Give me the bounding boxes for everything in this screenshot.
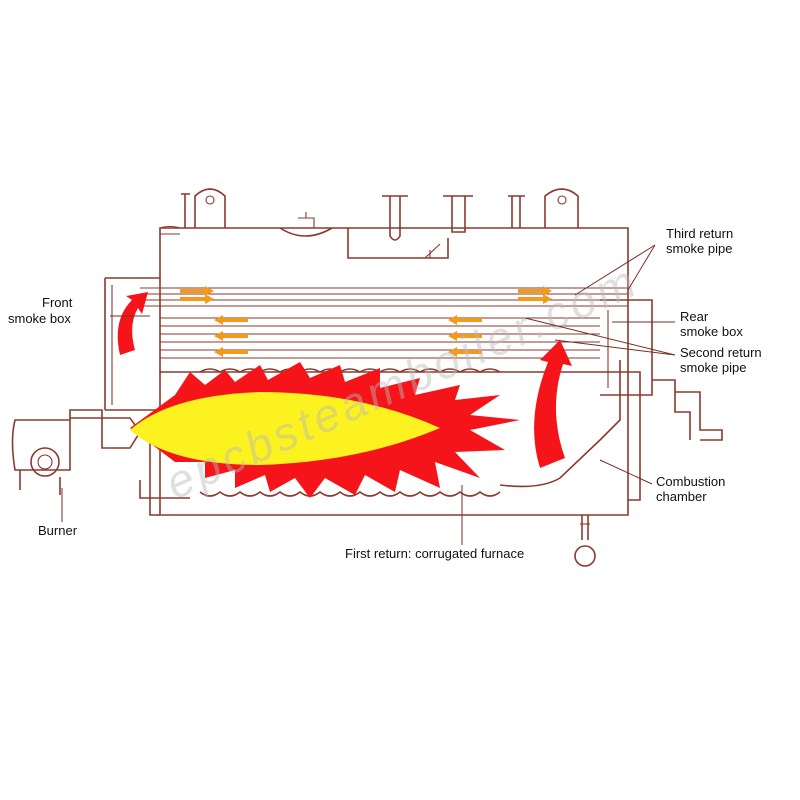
- leader-lines: [61, 244, 676, 545]
- combustion-chamber-label-line2: chamber: [656, 489, 707, 504]
- front-smoke-box-label-line1: Front: [42, 295, 73, 310]
- corrugated-furnace: [139, 360, 621, 499]
- second-return-label: Second return smoke pipe: [680, 345, 765, 375]
- flame-arrows: [117, 292, 572, 468]
- first-return-label: First return: corrugated furnace: [345, 546, 524, 561]
- rear-smoke-box-label-line1: Rear: [680, 309, 709, 324]
- rear-smoke-box-label-line2: smoke box: [680, 324, 743, 339]
- combustion-chamber-label-line1: Combustion: [656, 474, 725, 489]
- rear-smoke-box: [600, 299, 723, 441]
- third-return-label-line2: smoke pipe: [666, 241, 732, 256]
- front-smoke-box: [104, 277, 160, 411]
- flow-arrows: [180, 286, 552, 357]
- third-return-label: Third return smoke pipe: [666, 226, 737, 256]
- front-smoke-box-label-line2: smoke box: [8, 311, 71, 326]
- second-return-label-line2: smoke pipe: [680, 360, 746, 375]
- front-smoke-box-label: Front smoke box: [8, 295, 76, 326]
- second-return-label-line1: Second return: [680, 345, 762, 360]
- combustion-chamber-label: Combustion chamber: [656, 474, 729, 504]
- burner-label: Burner: [38, 523, 78, 538]
- furnace-flame: [130, 362, 520, 498]
- rear-smoke-box-label: Rear smoke box: [680, 309, 743, 339]
- burner: [11, 409, 141, 495]
- third-return-label-line1: Third return: [666, 226, 733, 241]
